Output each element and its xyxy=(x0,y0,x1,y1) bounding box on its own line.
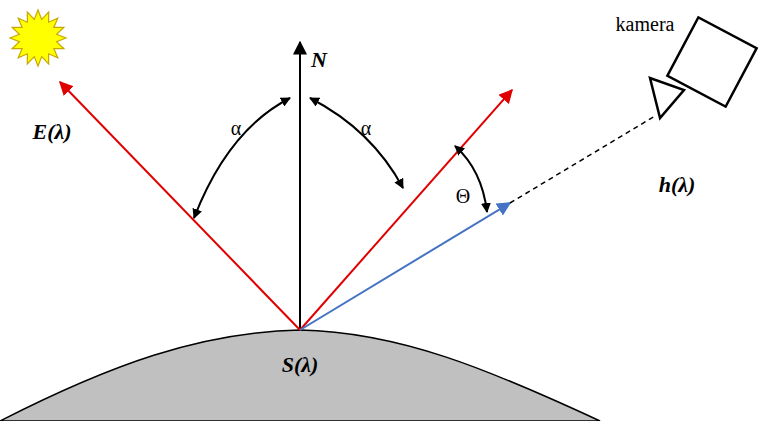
normal-vector xyxy=(299,42,301,330)
angle-arc xyxy=(194,98,290,218)
camera-label: kamera xyxy=(616,14,675,34)
reflected-ray xyxy=(300,90,512,330)
illuminant-label: E(λ) xyxy=(32,121,71,143)
incident-ray xyxy=(60,82,300,330)
view-line xyxy=(510,116,655,203)
view-ray xyxy=(300,203,510,330)
surface xyxy=(0,330,600,421)
angle-label: α xyxy=(361,118,371,138)
sensitivity-label: h(λ) xyxy=(659,174,696,196)
angle-arc xyxy=(455,146,487,212)
angle-label: α xyxy=(231,118,241,138)
sun-icon xyxy=(10,10,66,66)
angle-arc xyxy=(310,98,403,188)
reflectance-label: S(λ) xyxy=(282,354,319,376)
angle-label: Θ xyxy=(456,186,470,206)
normal-label: N xyxy=(311,49,327,71)
